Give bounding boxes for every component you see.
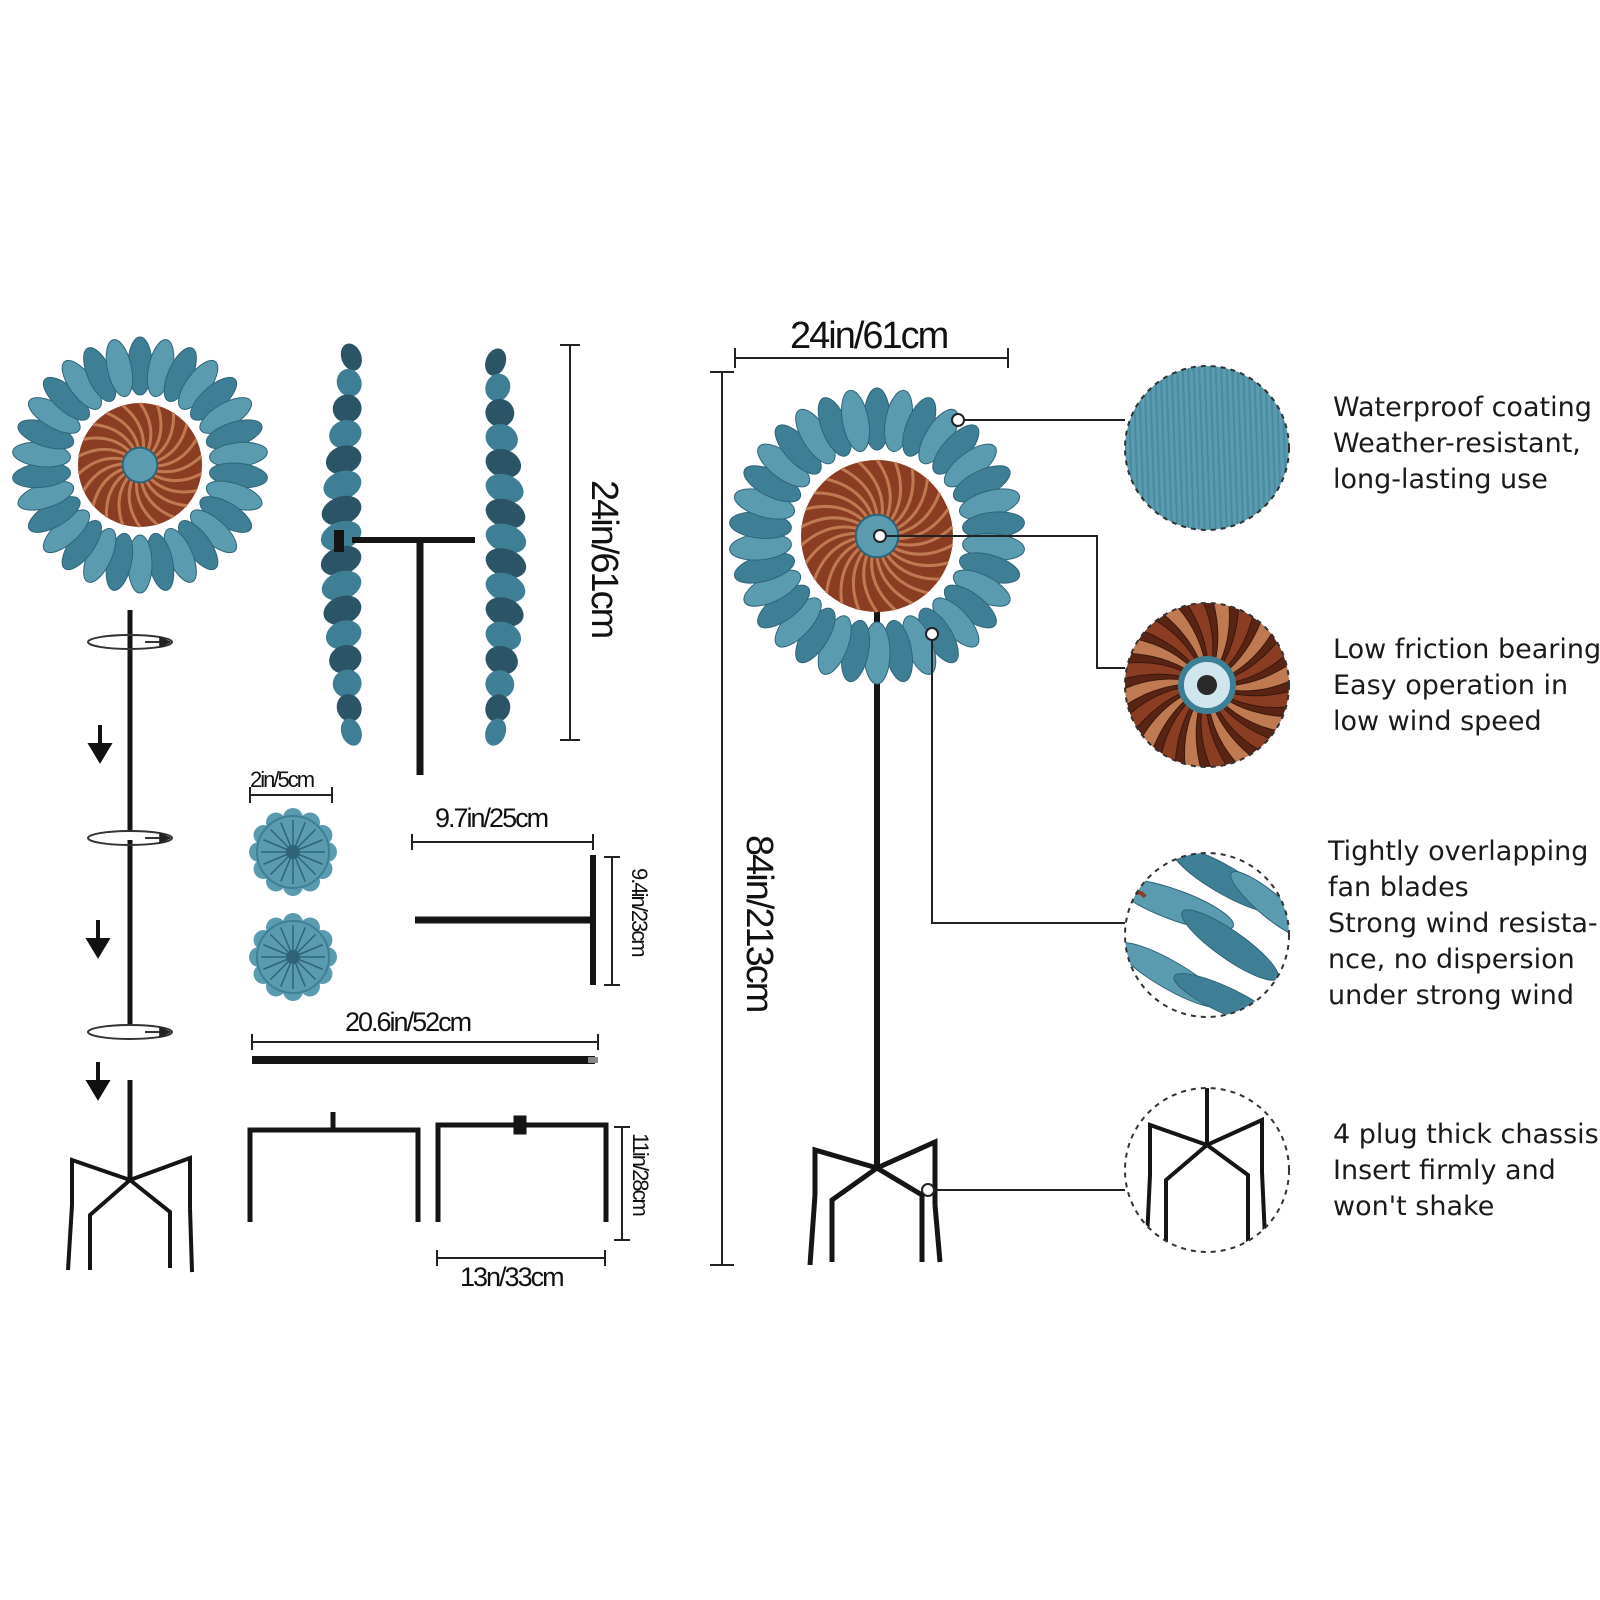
rotor-height-label: 24in/61cm xyxy=(583,480,625,638)
arm-height-label: 9.4in/23cm xyxy=(627,868,652,956)
top-width-label: 24in/61cm xyxy=(790,315,949,357)
hub-diameter-label: 2in/5cm xyxy=(250,767,315,792)
rod-dimension-line xyxy=(251,1034,599,1050)
callout-dots xyxy=(873,413,965,1197)
feature-waterproof: Waterproof coating Weather-resistant, lo… xyxy=(1333,390,1592,498)
feature-line: Tightly overlapping xyxy=(1328,836,1589,867)
rod-length-label: 20.6in/52cm xyxy=(345,1007,472,1037)
rotor-height-dimension-line xyxy=(560,344,580,741)
rotation-arrow-icon xyxy=(87,634,173,1040)
chassis-icon xyxy=(1124,1087,1290,1253)
small-spinner-icon xyxy=(12,336,268,594)
feature-line: nce, no dispersion xyxy=(1328,944,1575,975)
bearing-icon xyxy=(1124,602,1290,768)
t-arm-icon xyxy=(415,855,596,985)
main-base-icon xyxy=(807,1138,943,1266)
blade-texture-icon xyxy=(1124,365,1290,531)
feature-line: Waterproof coating xyxy=(1333,392,1592,423)
callout-connectors xyxy=(880,419,1125,1191)
feature-line: low wind speed xyxy=(1333,706,1542,737)
down-arrow-icon xyxy=(85,725,113,1101)
feature-line: 4 plug thick chassis xyxy=(1333,1119,1599,1150)
side-view-rotor-icon xyxy=(320,343,527,775)
feature-fan-blades: Tightly overlapping fan blades Strong wi… xyxy=(1328,834,1598,1014)
base-width-label: 13n/33cm xyxy=(460,1262,565,1292)
hub-cap-icon xyxy=(249,913,337,1001)
fan-blades-icon xyxy=(1124,852,1290,1018)
base-dimension-lines xyxy=(436,1126,630,1266)
base-height-label: 11in/28cm xyxy=(628,1133,653,1215)
feature-line: long-lasting use xyxy=(1333,464,1548,495)
assembled-base-icon xyxy=(66,1155,194,1273)
feature-line: fan blades xyxy=(1328,872,1469,903)
hub-cap-icon xyxy=(249,808,337,896)
base-leg-icon xyxy=(247,1112,609,1222)
feature-line: under strong wind xyxy=(1328,980,1575,1011)
arm-dimension-lines xyxy=(411,834,620,986)
feature-line: Low friction bearing xyxy=(1333,634,1600,665)
feature-line: Insert firmly and xyxy=(1333,1155,1556,1186)
feature-line: Weather-resistant, xyxy=(1333,428,1581,459)
hub-dimension-line xyxy=(249,787,333,803)
feature-line: won't shake xyxy=(1333,1191,1495,1222)
feature-line: Easy operation in xyxy=(1333,670,1569,701)
feature-chassis: 4 plug thick chassis Insert firmly and w… xyxy=(1333,1117,1599,1225)
arm-length-label: 9.7in/25cm xyxy=(435,803,549,833)
total-height-label: 84in/213cm xyxy=(738,835,780,1012)
total-dimension-lines xyxy=(710,348,1009,1266)
feature-line: Strong wind resista- xyxy=(1328,908,1598,939)
feature-bearing: Low friction bearing Easy operation in l… xyxy=(1333,632,1600,740)
